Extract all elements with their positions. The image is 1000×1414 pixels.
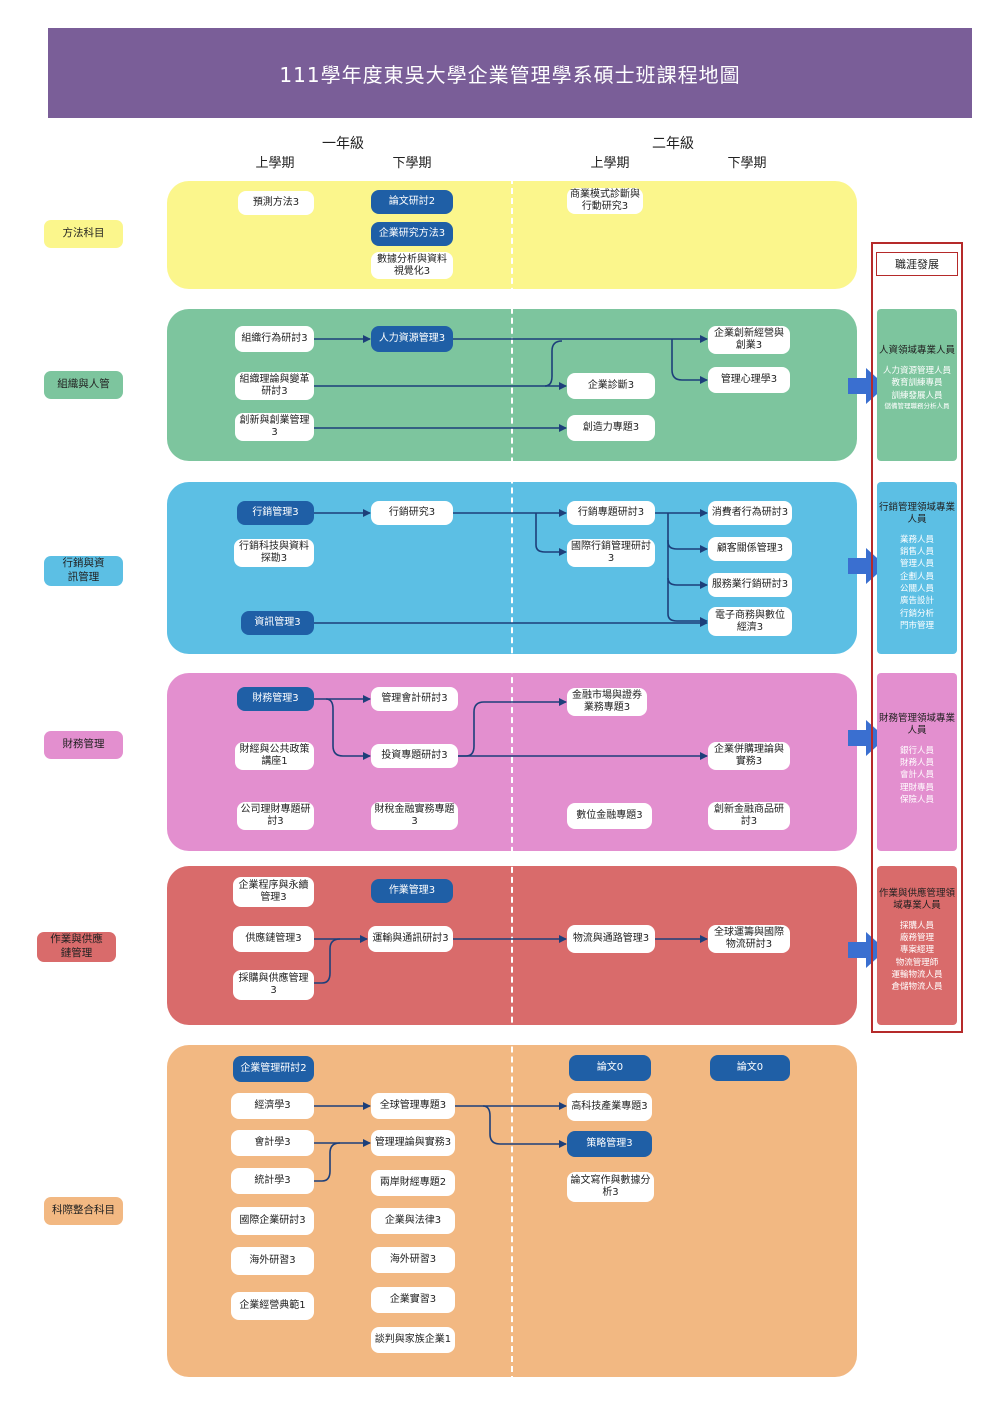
course-thesis-writing[interactable]: 論文寫作與數據分析3 [567,1172,654,1202]
course-cross-strait[interactable]: 兩岸財經專題2 [371,1170,455,1196]
course-global-ops[interactable]: 全球運籌與國際物流研討3 [708,925,790,953]
career-org: 人資領域專業人員 人力資源管理人員 教育訓練專員 訓練發展人員 儲備管理職務分析… [877,309,957,461]
course-psych[interactable]: 管理心理學3 [708,367,790,393]
course-transport[interactable]: 運輸與通訊研討3 [368,926,453,952]
course-research-method[interactable]: 企業研究方法3 [371,222,453,246]
course-marketing-seminar[interactable]: 行銷專題研討3 [567,501,655,525]
course-economics[interactable]: 經濟學3 [231,1093,314,1119]
course-supply-chain[interactable]: 供應鏈管理3 [233,926,314,952]
course-hightech[interactable]: 高科技產業專題3 [567,1093,652,1121]
course-mgmt-seminar[interactable]: 企業管理研討2 [233,1056,314,1082]
category-method: 方法科目 [44,220,123,248]
course-mgmt-accounting[interactable]: 管理會計研討3 [371,687,458,711]
header-year2: 二年級 [652,136,694,152]
career-operations: 作業與供應管理領域專業人員 採購人員 廠務管理 專案經理 物流管理師 運輸物流人… [877,866,957,1025]
career-finance-title: 財務管理領域專業人員 [879,713,956,736]
header-year1: 一年級 [322,136,364,152]
career-marketing-list: 業務人員 銷售人員 管理人員 企劃人員 公關人員 廣告設計 行銷分析 門市管理 [899,534,934,631]
course-thesis-1[interactable]: 論文0 [569,1055,651,1081]
course-ecommerce[interactable]: 電子商務與數位經濟3 [708,607,792,636]
course-org-behavior[interactable]: 組織行為研討3 [235,326,314,352]
course-intl-business[interactable]: 國際企業研討3 [231,1207,314,1235]
course-investment[interactable]: 投資專題研討3 [371,744,458,768]
course-finance[interactable]: 財務管理3 [237,687,314,711]
career-org-list: 人力資源管理人員 教育訓練專員 訓練發展人員 儲備管理職務分析人員 [882,365,951,410]
category-operations: 作業與供應鏈管理 [37,932,116,962]
course-diagnosis[interactable]: 企業診斷3 [567,373,655,399]
course-thesis-2[interactable]: 論文0 [710,1055,790,1081]
course-data-analysis[interactable]: 數據分析與資料視覺化3 [371,252,453,279]
course-creativity[interactable]: 創造力專題3 [567,415,655,441]
course-intl-marketing[interactable]: 國際行銷管理研討3 [567,539,655,567]
career-operations-list: 採購人員 廠務管理 專案經理 物流管理師 運輸物流人員 倉儲物流人員 [891,920,943,993]
course-marketing-research[interactable]: 行銷研究3 [371,501,453,525]
course-internship[interactable]: 企業實習3 [371,1287,455,1313]
course-business-model[interactable]: 商業模式診斷與行動研究3 [567,188,643,214]
career-finance-list: 銀行人員 財務人員 會計人員 理財專員 保險人員 [899,745,934,805]
career-marketing-title: 行銷管理領域專業人員 [879,502,956,525]
course-fintech[interactable]: 數位金融專題3 [567,803,652,829]
course-procurement[interactable]: 採購與供應管理3 [233,970,314,1000]
course-crm[interactable]: 顧客關係管理3 [708,537,792,561]
course-global-mgmt[interactable]: 全球管理專題3 [371,1093,455,1119]
course-mgmt-theory[interactable]: 管理理論與實務3 [371,1130,455,1156]
course-marketing[interactable]: 行銷管理3 [237,501,314,525]
course-tax[interactable]: 財稅金融實務專題3 [371,802,458,830]
course-marketing-tech[interactable]: 行銷科技與資料探勘3 [234,539,314,567]
career-operations-title: 作業與供應管理領域專業人員 [879,888,956,911]
course-org-theory[interactable]: 組織理論與變革研討3 [235,372,314,400]
category-finance: 財務管理 [44,731,123,759]
header-y1-semester2: 下學期 [392,156,432,171]
course-logistics[interactable]: 物流與通路管理3 [567,925,655,953]
category-integration: 科際整合科目 [44,1197,123,1225]
career-finance: 財務管理領域專業人員 銀行人員 財務人員 會計人員 理財專員 保險人員 [877,673,957,851]
course-ops-mgmt[interactable]: 作業管理3 [371,879,453,903]
course-thesis-seminar[interactable]: 論文研討2 [371,190,453,214]
course-fin-product[interactable]: 創新金融商品研討3 [708,802,790,830]
course-strategy[interactable]: 策略管理3 [567,1131,652,1157]
career-org-title: 人資領域專業人員 [879,345,956,356]
course-overseas-2[interactable]: 海外研習3 [371,1247,455,1273]
page-title: 111學年度東吳大學企業管理學系碩士班課程地圖 [48,28,972,118]
course-public-policy[interactable]: 財經與公共政策講座1 [235,742,314,770]
course-info-mgmt[interactable]: 資訊管理3 [241,611,314,635]
header-y1-semester1: 上學期 [255,156,295,171]
category-marketing: 行銷與資訊管理 [44,556,123,586]
course-mna[interactable]: 企業併購理論與實務3 [708,742,790,770]
header-y2-semester1: 上學期 [590,156,630,171]
career-frame [871,242,963,1033]
category-org: 組織與人管 [44,371,123,399]
course-innovation-venture[interactable]: 創新與創業管理3 [235,413,314,441]
course-negotiation[interactable]: 談判與家族企業1 [371,1327,455,1353]
course-accounting[interactable]: 會計學3 [231,1130,314,1156]
course-hr[interactable]: 人力資源管理3 [371,326,453,352]
course-fin-market[interactable]: 金融市場與證券業務專題3 [567,688,647,716]
course-biz-classic[interactable]: 企業經營典範1 [231,1292,314,1320]
course-predict[interactable]: 預測方法3 [238,191,314,215]
career-label: 職涯發展 [876,252,958,276]
career-marketing: 行銷管理領域專業人員 業務人員 銷售人員 管理人員 企劃人員 公關人員 廣告設計… [877,482,957,654]
course-service-marketing[interactable]: 服務業行銷研討3 [708,573,792,597]
course-consumer[interactable]: 消費者行為研討3 [708,501,792,525]
course-innovation-biz[interactable]: 企業創新經營與創業3 [708,326,790,354]
header-y2-semester2: 下學期 [727,156,767,171]
course-corp-finance[interactable]: 公司理財專題研討3 [237,802,314,830]
course-overseas-1[interactable]: 海外研習3 [231,1247,314,1275]
course-process[interactable]: 企業程序與永續管理3 [233,877,314,907]
course-statistics[interactable]: 統計學3 [231,1168,314,1194]
year-divider [511,178,513,1382]
course-law[interactable]: 企業與法律3 [371,1208,455,1234]
